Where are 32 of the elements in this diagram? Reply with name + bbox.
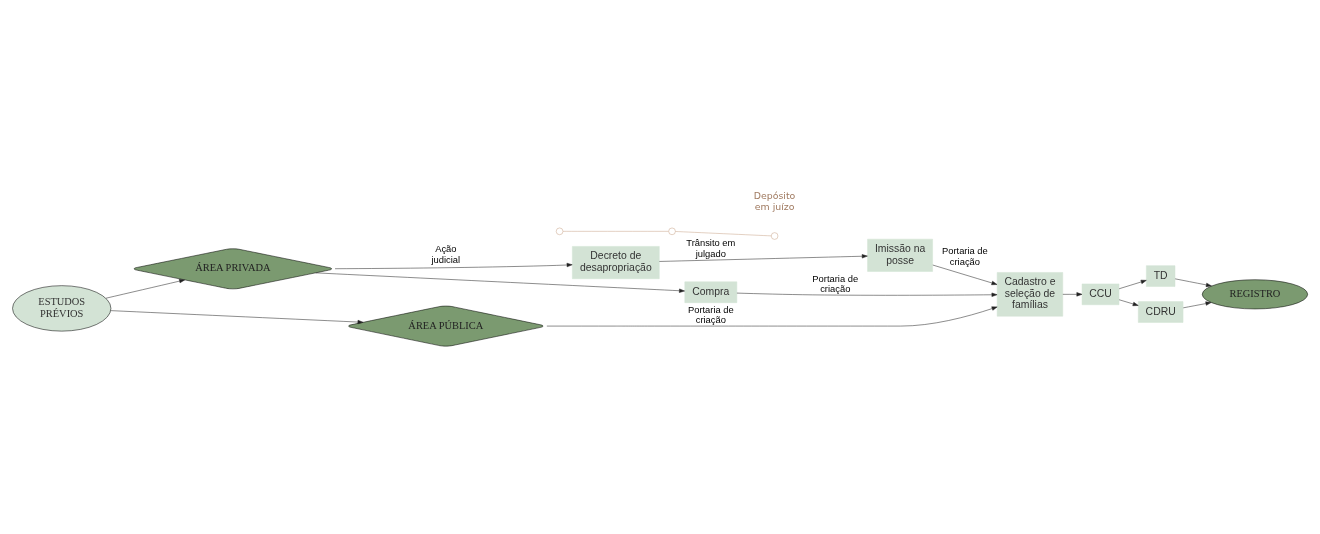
arrow <box>659 254 868 262</box>
node-box: CCU <box>1081 283 1120 305</box>
node-box: Cadastro e seleção de famílias <box>996 272 1064 317</box>
edge-label: Portaria de criação <box>687 304 734 326</box>
node-box: Decreto de desapropriação <box>572 246 660 279</box>
arrow <box>110 310 364 325</box>
arrow <box>546 306 998 327</box>
arrow <box>1118 279 1147 290</box>
arrow <box>1174 278 1212 287</box>
node-box: Imissão na posse <box>867 238 933 272</box>
edge-label: Trânsito em julgado <box>686 238 736 259</box>
node-box: Compra <box>684 281 738 303</box>
node-circle <box>668 227 676 235</box>
arrow <box>1183 301 1212 309</box>
arrow <box>932 264 998 285</box>
edge-label: Portaria de criação <box>942 246 988 267</box>
edge-label: Ação judicial <box>431 244 461 265</box>
node-ellipse: ESTUDOS PRÉVIOS <box>12 285 112 332</box>
arrow <box>1062 292 1083 297</box>
arrow <box>334 262 573 269</box>
node-box: CDRU <box>1138 301 1184 323</box>
label: Depósito em juízo <box>753 190 796 212</box>
connector <box>562 231 669 232</box>
node-circle <box>555 227 564 235</box>
node-box: TD <box>1146 265 1176 287</box>
edge-label: Portaria de criação <box>812 273 859 294</box>
connector <box>675 231 772 237</box>
arrow <box>1118 299 1139 306</box>
arrow <box>315 272 685 293</box>
node-circle <box>770 232 779 240</box>
arrow <box>736 292 998 297</box>
arrow <box>105 279 185 299</box>
